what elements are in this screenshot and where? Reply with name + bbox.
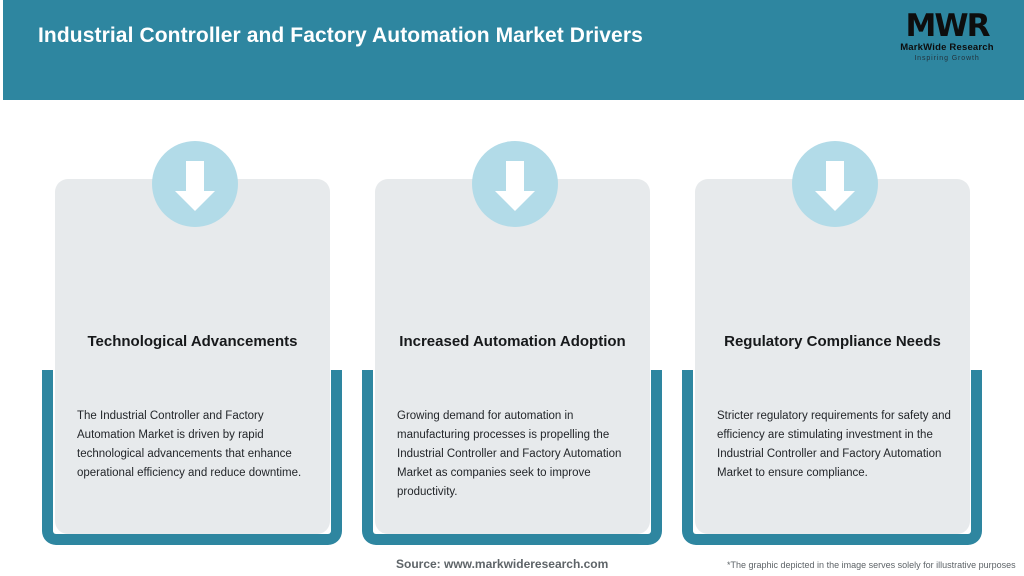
card-body-2: Growing demand for automation in manufac… — [397, 410, 622, 498]
down-arrow-icon-3 — [792, 141, 878, 227]
card-heading-2: Increased Automation Adoption — [399, 333, 626, 350]
card-frame-accent-3 — [682, 370, 982, 545]
disclaimer-label: *The graphic depicted in the image serve… — [727, 560, 1016, 570]
driver-card-1: Technological Advancements The Industria… — [35, 100, 355, 545]
card-frame-accent-1 — [42, 370, 342, 545]
down-arrow-icon-1 — [152, 141, 238, 227]
brand-logo: MWR MarkWide Research Inspiring Growth — [892, 10, 1002, 68]
card-frame-accent-2 — [362, 370, 662, 545]
logo-tagline: Inspiring Growth — [914, 55, 980, 62]
card-panel-2: Increased Automation Adoption Growing de… — [375, 179, 650, 534]
card-heading-3: Regulatory Compliance Needs — [724, 333, 941, 350]
down-arrow-glyph-1 — [175, 161, 215, 211]
card-body-3: Stricter regulatory requirements for saf… — [717, 410, 951, 479]
driver-cards-container: Technological Advancements The Industria… — [0, 100, 1024, 545]
source-label: Source: www.markwideresearch.com — [396, 557, 609, 571]
driver-card-2: Increased Automation Adoption Growing de… — [355, 100, 675, 545]
down-arrow-glyph-3 — [815, 161, 855, 211]
header-banner: Industrial Controller and Factory Automa… — [3, 0, 1024, 100]
driver-card-3: Regulatory Compliance Needs Stricter reg… — [675, 100, 995, 545]
card-panel-1: Technological Advancements The Industria… — [55, 179, 330, 534]
down-arrow-icon-2 — [472, 141, 558, 227]
page-title: Industrial Controller and Factory Automa… — [38, 24, 643, 47]
card-body-1: The Industrial Controller and Factory Au… — [77, 410, 302, 479]
card-heading-1: Technological Advancements — [87, 333, 298, 350]
down-arrow-glyph-2 — [495, 161, 535, 211]
logo-company-name: MarkWide Research — [900, 42, 994, 53]
logo-monogram-icon: MWR — [905, 8, 991, 44]
card-panel-3: Regulatory Compliance Needs Stricter reg… — [695, 179, 970, 534]
